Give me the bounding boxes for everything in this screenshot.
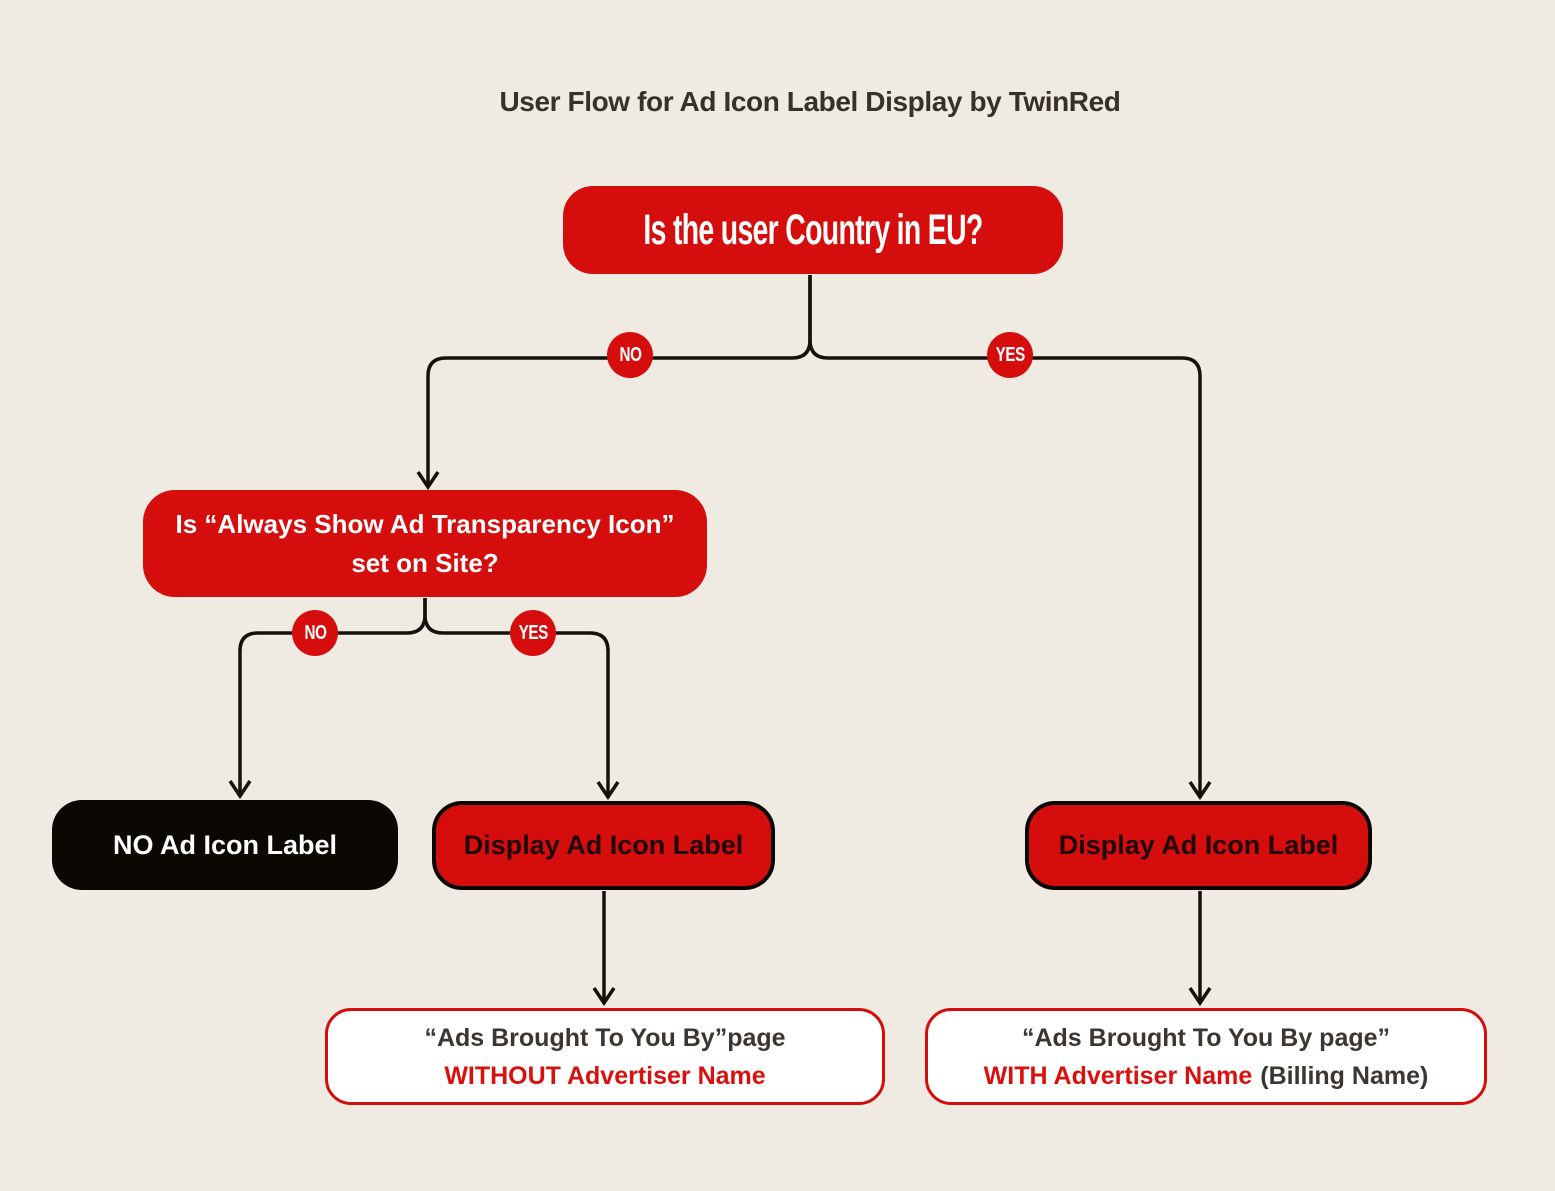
- badge-no-eu-label: NO: [618, 343, 642, 366]
- arrow-down-icon: [228, 780, 252, 800]
- badge-yes-eu: YES: [987, 332, 1033, 378]
- arrow-down-icon: [596, 781, 620, 801]
- root-question-label: Is the user Country in EU?: [643, 205, 983, 254]
- page-with-line2-red: WITH Advertiser Name: [983, 1061, 1253, 1090]
- node-root-question: Is the user Country in EU?: [563, 186, 1063, 274]
- badge-no-site: NO: [292, 610, 338, 656]
- node-display-ad-icon-label-left: Display Ad Icon Label: [432, 801, 775, 890]
- badge-no-eu: NO: [607, 332, 653, 378]
- page-without-line1: “Ads Brought To You By”page: [424, 1023, 786, 1052]
- page-without-line2: WITHOUT Advertiser Name: [444, 1061, 766, 1090]
- page-with-line2-rest: (Billing Name): [1260, 1061, 1429, 1090]
- display-ad-icon-label-right-text: Display Ad Icon Label: [1058, 830, 1339, 860]
- node-page-without-advertiser: “Ads Brought To You By”page WITHOUT Adve…: [325, 1008, 885, 1105]
- page-title: User Flow for Ad Icon Label Display by T…: [499, 86, 1121, 117]
- arrow-down-icon: [1188, 987, 1212, 1007]
- second-question-line2: set on Site?: [351, 547, 499, 578]
- no-ad-icon-label-text: NO Ad Icon Label: [112, 829, 337, 860]
- badge-no-site-label: NO: [303, 621, 327, 644]
- node-no-ad-icon-label: NO Ad Icon Label: [52, 800, 398, 890]
- arrow-down-icon: [592, 987, 616, 1007]
- page-with-line1: “Ads Brought To You By page”: [1021, 1023, 1391, 1052]
- page-with-line2: WITH Advertiser Name(Billing Name): [984, 1057, 1429, 1095]
- node-display-ad-icon-label-right: Display Ad Icon Label: [1025, 801, 1372, 890]
- node-page-with-advertiser: “Ads Brought To You By page” WITH Advert…: [925, 1008, 1487, 1105]
- arrow-down-icon: [416, 471, 440, 491]
- badge-yes-site: YES: [510, 610, 556, 656]
- badge-yes-site-label: YES: [518, 621, 548, 644]
- badge-yes-eu-label: YES: [995, 343, 1025, 366]
- connector-root-no: [426, 275, 812, 484]
- arrow-down-icon: [1188, 781, 1212, 801]
- node-second-question: Is “Always Show Ad Transparency Icon” se…: [143, 490, 707, 597]
- display-ad-icon-label-left-text: Display Ad Icon Label: [463, 830, 744, 860]
- second-question-line1: Is “Always Show Ad Transparency Icon”: [175, 508, 675, 539]
